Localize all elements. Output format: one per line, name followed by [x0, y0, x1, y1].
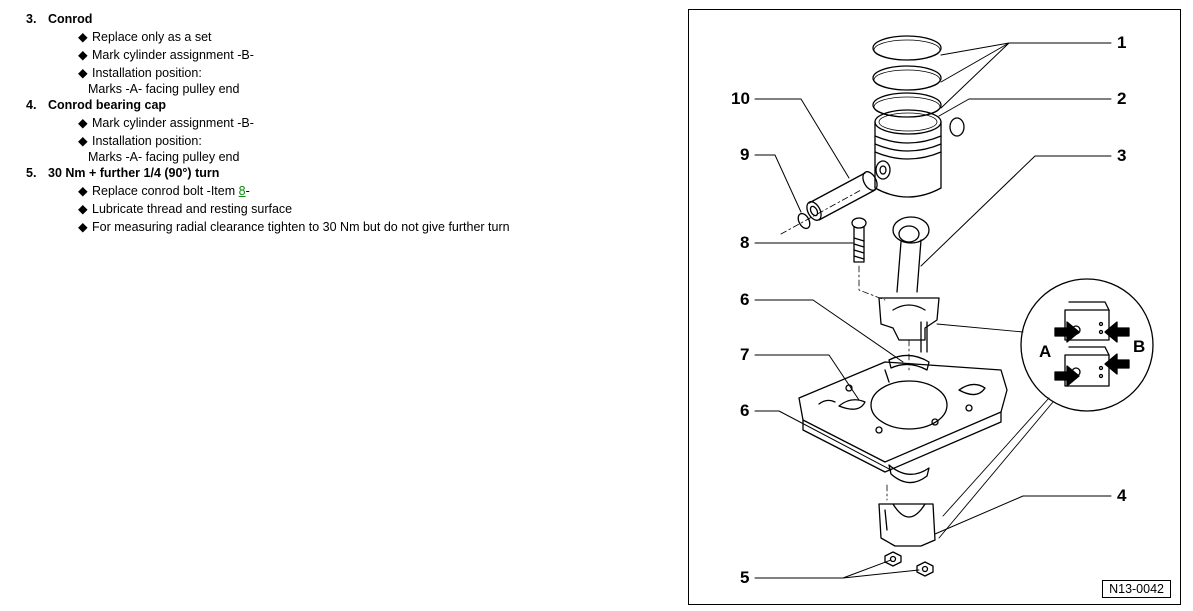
figure-id: N13-0042	[1102, 580, 1171, 598]
piston	[874, 109, 942, 198]
continuation-text: Marks -A- facing pulley end	[88, 82, 240, 96]
item-8-link[interactable]: 8	[238, 184, 246, 198]
diamond-bullet-icon: ◆	[78, 220, 88, 234]
procedure-text: 3. Conrod ◆ Replace only as a set ◆ Mark c…	[26, 12, 510, 234]
bullet-text: Mark cylinder assignment -B-	[92, 116, 254, 130]
diamond-bullet-icon: ◆	[78, 66, 88, 80]
diamond-bullet-icon: ◆	[78, 30, 88, 44]
item-title: Conrod	[48, 12, 93, 26]
callout-2: 2	[1117, 89, 1127, 108]
item-title: 30 Nm + further 1/4 (90°) turn	[48, 166, 220, 180]
callout-4: 4	[1117, 486, 1127, 505]
item-number: 3.	[26, 12, 37, 26]
piston-pin	[806, 171, 878, 221]
diamond-bullet-icon: ◆	[78, 48, 88, 62]
callout-5: 5	[740, 568, 750, 587]
bullet-text: Replace only as a set	[92, 30, 212, 44]
bullet-text: Installation position:	[92, 66, 202, 80]
bearing-cap	[878, 503, 936, 547]
callout-8: 8	[740, 233, 750, 252]
bearing-shell-upper	[888, 354, 930, 371]
item-number: 5.	[26, 166, 37, 180]
connecting-rod	[878, 216, 940, 353]
bullet-text: Lubricate thread and resting surface	[92, 202, 293, 216]
bullet-text-suffix: -	[245, 184, 250, 198]
conrod-bolt	[851, 217, 867, 263]
item-number: 4.	[26, 98, 37, 112]
diamond-bullet-icon: ◆	[78, 116, 88, 130]
detail-label-a: A	[1039, 342, 1052, 361]
piston-rings	[872, 35, 942, 118]
exploded-view-figure: 1 2 3 4 5 6 7 6 8 9 10 A B N13-0042	[688, 9, 1181, 605]
detail-view	[1020, 278, 1154, 412]
detail-label-b: B	[1133, 337, 1146, 356]
bullet-text: Installation position:	[92, 134, 202, 148]
callout-7: 7	[740, 345, 750, 364]
cylinder-block-section	[798, 361, 1008, 473]
continuation-text: Marks -A- facing pulley end	[88, 150, 240, 164]
bullet-text: For measuring radial clearance tighten t…	[92, 220, 510, 234]
bullet-text: Replace conrod bolt -Item	[92, 184, 239, 198]
callout-6-upper: 6	[740, 290, 750, 309]
callout-10: 10	[731, 89, 750, 108]
diamond-bullet-icon: ◆	[78, 202, 88, 216]
callout-9: 9	[740, 145, 750, 164]
item-title: Conrod bearing cap	[48, 98, 167, 112]
piston-conrod-drawing	[754, 35, 1154, 579]
circlip	[949, 117, 965, 137]
diamond-bullet-icon: ◆	[78, 134, 88, 148]
diamond-bullet-icon: ◆	[78, 184, 88, 198]
callout-3: 3	[1117, 146, 1127, 165]
bullet-text: Mark cylinder assignment -B-	[92, 48, 254, 62]
callout-1: 1	[1117, 33, 1127, 52]
callout-6-lower: 6	[740, 401, 750, 420]
callout-leaders	[754, 42, 1112, 579]
bearing-shell-lower	[888, 464, 930, 484]
